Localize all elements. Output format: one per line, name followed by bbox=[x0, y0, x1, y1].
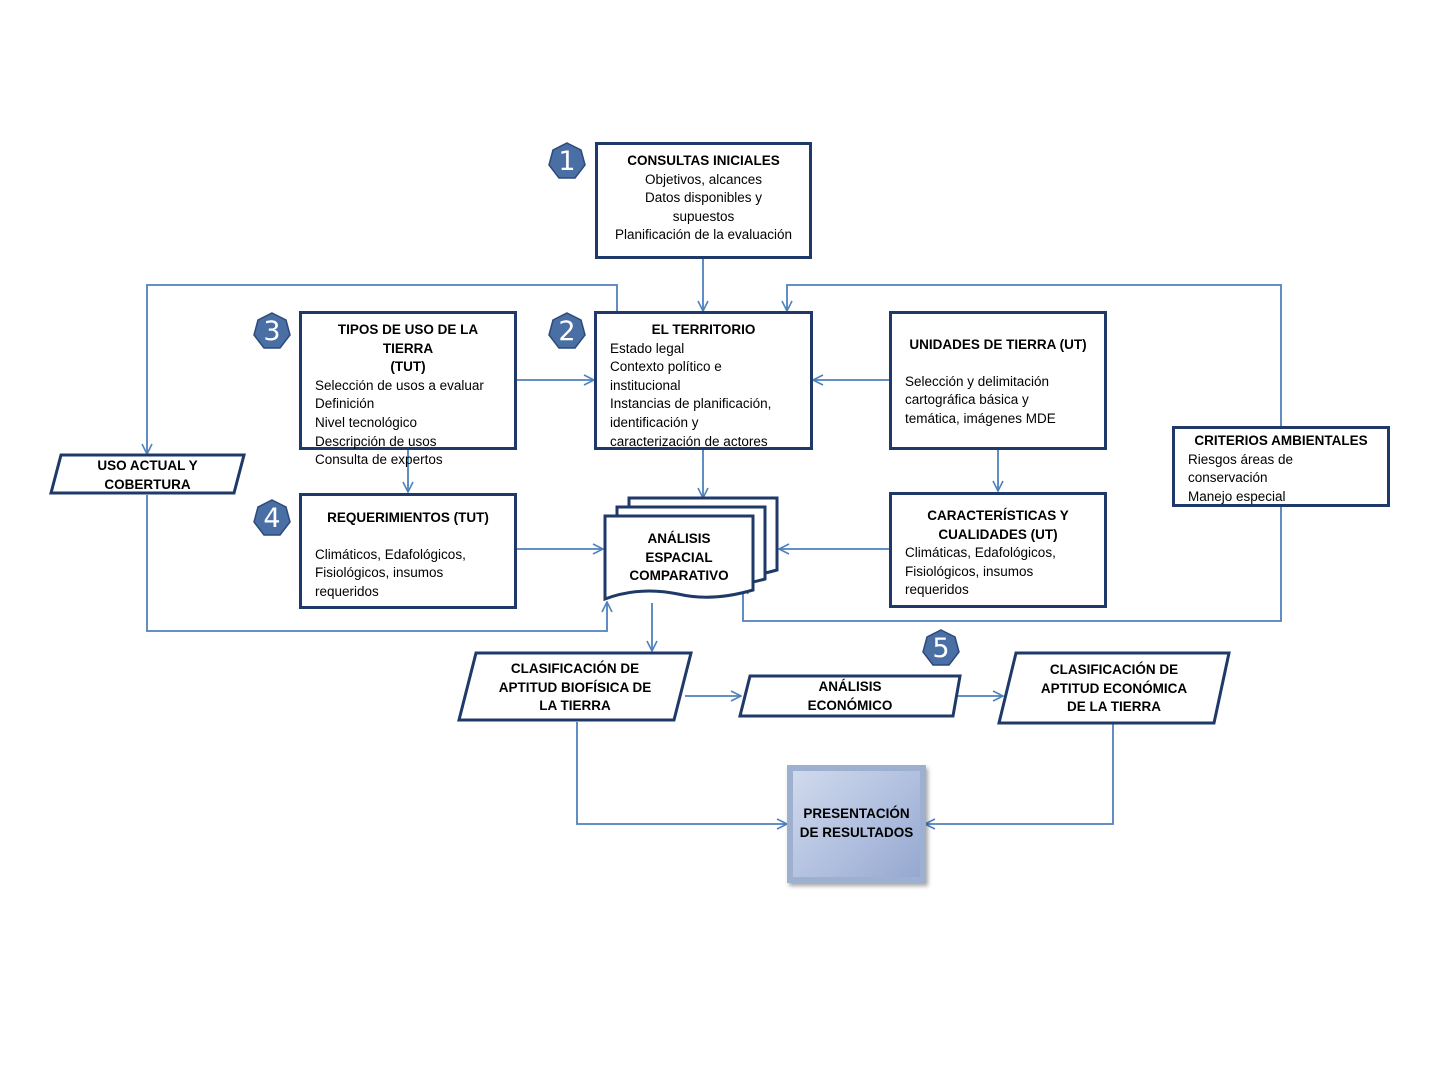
unidades-tierra-box: UNIDADES DE TIERRA (UT) Selección y deli… bbox=[889, 311, 1107, 450]
consultas-line: Objetivos, alcances bbox=[644, 171, 763, 187]
biofisica-shape bbox=[457, 651, 693, 722]
tipos-uso-line: Nivel tecnológico bbox=[315, 414, 418, 430]
connector-criterios-territorio bbox=[787, 284, 1282, 426]
tipos-uso-title: (TUT) bbox=[390, 359, 426, 375]
uso-actual-shape bbox=[49, 453, 246, 495]
caracteristicas-line: Climáticas, Edafológicos, bbox=[905, 545, 1056, 561]
requerimientos-title: REQUERIMIENTOS (TUT) bbox=[327, 510, 489, 525]
caracteristicas-box: CARACTERÍSTICAS Y CUALIDADES (UT) Climát… bbox=[889, 492, 1107, 608]
caracteristicas-title: CARACTERÍSTICAS Y bbox=[927, 508, 1069, 523]
consultas-line: supuestos bbox=[672, 208, 735, 224]
connector-economica-resultados bbox=[925, 724, 1114, 824]
biofisica-label: CLASIFICACIÓN DE APTITUD BIOFÍSICA DE LA… bbox=[459, 660, 691, 716]
connector-territorio-uso-actual bbox=[147, 284, 618, 454]
criterios-line: Manejo especial bbox=[1188, 488, 1286, 504]
step-3-badge: 3 bbox=[253, 312, 291, 350]
analisis-line: COMPARATIVO bbox=[629, 568, 729, 584]
territorio-line: Instancias de planificación, bbox=[610, 396, 772, 412]
economico-shape bbox=[738, 674, 962, 718]
unidades-line: temática, imágenes MDE bbox=[905, 410, 1056, 426]
criterios-ambientales-box: CRITERIOS AMBIENTALES Riesgos áreas de c… bbox=[1172, 426, 1390, 507]
economico-line: ECONÓMICO bbox=[807, 697, 893, 713]
connector-biofisica-resultados bbox=[576, 722, 787, 824]
criterios-title: CRITERIOS AMBIENTALES bbox=[1194, 433, 1368, 448]
analisis-document-shape bbox=[603, 496, 779, 602]
resultados-line: PRESENTACIÓN bbox=[803, 806, 910, 822]
requerimientos-line: Climáticos, Edafológicos, bbox=[315, 546, 466, 562]
step-1-number: 1 bbox=[558, 145, 576, 177]
unidades-line: cartográfica básica y bbox=[905, 392, 1029, 408]
criterios-line: conservación bbox=[1188, 470, 1268, 486]
step-3-number: 3 bbox=[263, 315, 281, 347]
tipos-uso-line: Selección de usos a evaluar bbox=[315, 377, 484, 393]
presentacion-resultados-box: PRESENTACIÓN DE RESULTADOS bbox=[787, 765, 926, 883]
step-4-number: 4 bbox=[263, 502, 281, 534]
tipos-uso-line: Descripción de usos bbox=[315, 433, 437, 449]
step-4-badge: 4 bbox=[253, 499, 291, 537]
economica-line: CLASIFICACIÓN DE bbox=[1049, 662, 1179, 677]
territorio-line: identificación y bbox=[610, 414, 699, 430]
analisis-line: ESPACIAL bbox=[645, 549, 713, 565]
economico-line: ANÁLISIS bbox=[818, 679, 882, 694]
consultas-line: Planificación de la evaluación bbox=[614, 227, 793, 243]
step-5-badge: 5 bbox=[922, 629, 960, 667]
caracteristicas-title: CUALIDADES (UT) bbox=[938, 526, 1058, 542]
economica-shape bbox=[997, 651, 1231, 725]
territorio-box: EL TERRITORIO Estado legal Contexto polí… bbox=[594, 311, 813, 450]
economico-label: ANÁLISIS ECONÓMICO bbox=[740, 678, 960, 715]
consultas-line: Datos disponibles y bbox=[644, 190, 763, 206]
biofisica-line: CLASIFICACIÓN DE bbox=[510, 661, 640, 676]
step-5-number: 5 bbox=[932, 632, 950, 664]
territorio-line: Contexto político e bbox=[610, 359, 722, 375]
analisis-line: ANÁLISIS bbox=[647, 531, 711, 546]
caracteristicas-line: requeridos bbox=[905, 582, 969, 598]
requerimientos-line: requeridos bbox=[315, 583, 379, 599]
unidades-line: Selección y delimitación bbox=[905, 373, 1050, 389]
tipos-uso-box: TIPOS DE USO DE LA TIERRA (TUT) Selecció… bbox=[299, 311, 517, 467]
biofisica-line: LA TIERRA bbox=[539, 698, 611, 714]
territorio-line: Estado legal bbox=[610, 340, 685, 356]
connector-criterios-analisis bbox=[743, 507, 1282, 622]
economica-label: CLASIFICACIÓN DE APTITUD ECONÓMICA DE LA… bbox=[999, 661, 1229, 717]
step-1-badge: 1 bbox=[548, 142, 586, 180]
biofisica-line: APTITUD BIOFÍSICA DE bbox=[498, 679, 652, 695]
criterios-line: Riesgos áreas de bbox=[1188, 451, 1294, 467]
analisis-espacial-label: ANÁLISIS ESPACIAL COMPARATIVO bbox=[605, 530, 753, 586]
consultas-iniciales-box: CONSULTAS INICIALES Objetivos, alcances … bbox=[595, 142, 812, 259]
economica-line: APTITUD ECONÓMICA bbox=[1040, 680, 1188, 696]
requerimientos-line: Fisiológicos, insumos bbox=[315, 565, 444, 581]
caracteristicas-line: Fisiológicos, insumos bbox=[905, 563, 1034, 579]
connector-uso-actual-analisis bbox=[146, 495, 607, 632]
requerimientos-box: REQUERIMIENTOS (TUT) Climáticos, Edafoló… bbox=[299, 493, 517, 609]
step-2-number: 2 bbox=[558, 315, 576, 347]
consultas-title: CONSULTAS INICIALES bbox=[627, 153, 780, 168]
territorio-line: caracterización de actores bbox=[610, 433, 768, 449]
resultados-line: DE RESULTADOS bbox=[799, 825, 914, 840]
tipos-uso-line: Definición bbox=[315, 396, 375, 412]
tipos-uso-line: Consulta de expertos bbox=[315, 452, 443, 468]
uso-actual-line: COBERTURA bbox=[104, 476, 191, 492]
territorio-title: EL TERRITORIO bbox=[651, 322, 756, 337]
step-2-badge: 2 bbox=[548, 312, 586, 350]
uso-actual-line: USO ACTUAL Y bbox=[97, 458, 198, 473]
tipos-uso-title: TIPOS DE USO DE LA TIERRA bbox=[337, 322, 479, 356]
territorio-line: institucional bbox=[610, 377, 681, 393]
economica-line: DE LA TIERRA bbox=[1067, 699, 1161, 715]
unidades-title: UNIDADES DE TIERRA (UT) bbox=[909, 337, 1087, 352]
uso-actual-label: USO ACTUAL Y COBERTURA bbox=[51, 457, 244, 494]
